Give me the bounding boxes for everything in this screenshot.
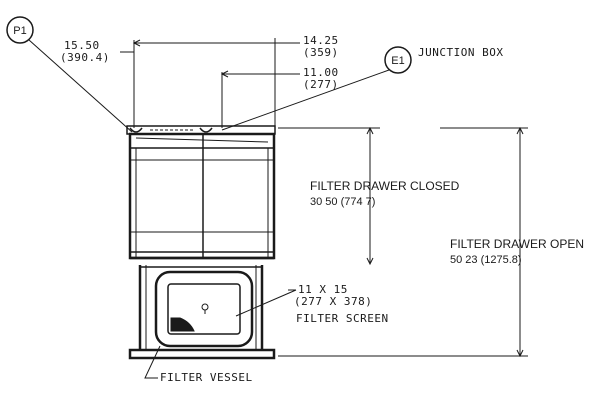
filter-vessel-leader [144, 345, 161, 379]
drawer-closed-value: 30 50 (774 7) [310, 196, 375, 208]
housing-upper [128, 132, 276, 260]
p1-callout: P1 [6, 16, 133, 133]
drawer-open-title: FILTER DRAWER OPEN [450, 237, 584, 251]
filter-screen-callout: 11 X 15 (277 X 378) FILTER SCREEN [235, 283, 389, 325]
housing-outline [128, 132, 276, 260]
filter-screen-size-mm: (277 X 378) [294, 295, 372, 308]
base-plate [128, 348, 276, 360]
e1-label: E1 [391, 55, 404, 67]
filter-screen-outline [167, 283, 241, 335]
dimension-11-00-in: 11.00 [303, 66, 339, 79]
housing-header-detail [135, 137, 269, 143]
drawer-closed-arrow-bottom [366, 257, 374, 266]
drawer-closed-title: FILTER DRAWER CLOSED [310, 179, 460, 193]
dimension-11-00-mm: (277) [303, 78, 339, 91]
dimension-14-25-arrow-left [132, 39, 141, 47]
filter-vessel-outline [154, 270, 254, 348]
pipe-connection-right [199, 127, 213, 133]
filter-vessel [154, 270, 254, 348]
filter-screen-size-in: 11 X 15 [298, 283, 348, 296]
filter-screen-label: FILTER SCREEN [296, 312, 389, 325]
dimension-14-25-in: 14.25 [303, 34, 339, 47]
bulb-icon [201, 303, 209, 314]
filter-screen-leader [235, 289, 297, 317]
filter-screen-shade [170, 317, 195, 332]
drawer-frame [128, 265, 276, 360]
dimension-drawer-closed: FILTER DRAWER CLOSED 30 50 (774 7) [278, 126, 460, 266]
junction-box-label: JUNCTION BOX [418, 46, 503, 59]
e1-callout: E1 JUNCTION BOX [221, 46, 503, 131]
dimension-drawer-open: FILTER DRAWER OPEN 50 23 (1275.8) [278, 126, 584, 358]
e1-circle [384, 46, 412, 74]
dimension-14-25: 14.25 (359) [132, 34, 339, 128]
drawer-closed-arrow-top [366, 126, 374, 135]
dimension-15-50: 15.50 (390.4) [60, 39, 135, 128]
dimension-15-50-in: 15.50 [64, 39, 100, 52]
e1-leader [221, 69, 390, 131]
dimension-14-25-mm: (359) [303, 46, 339, 59]
drawer-open-arrow-bottom [516, 349, 524, 358]
pipe-connection-left [129, 127, 143, 133]
p1-leader [28, 39, 133, 133]
filter-vessel-callout: FILTER VESSEL [144, 345, 253, 384]
drawer-open-arrow-top [516, 126, 524, 135]
drawer-open-value: 50 23 (1275.8) [450, 254, 522, 266]
dimension-11-00-arrow-left [220, 70, 229, 78]
p1-circle [6, 16, 34, 44]
p1-label: P1 [13, 25, 26, 37]
dimension-15-50-mm: (390.4) [60, 51, 110, 64]
filter-vessel-label: FILTER VESSEL [160, 371, 253, 384]
dimension-11-00: 11.00 (277) [220, 66, 339, 128]
